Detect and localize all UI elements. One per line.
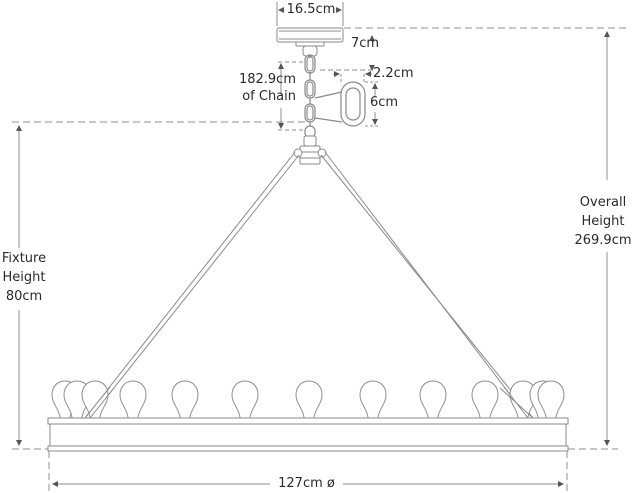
chain-length-dimension (278, 61, 305, 131)
overall-height-label-line3: 269.9cm (574, 233, 632, 248)
chain-length-label-line1: 182.9cm (238, 72, 296, 87)
chain-link-detail (314, 81, 366, 127)
fixture-height-label-line2: Height (2, 270, 46, 285)
canopy-height-label: 7cm (351, 36, 380, 51)
canopy-height-dimension (320, 35, 375, 71)
link-width-dimension (333, 71, 372, 82)
canopy-width-label: 16.5cm (286, 2, 336, 17)
support-arms (84, 151, 534, 419)
overall-height-label-line2: Height (581, 214, 625, 229)
canopy (276, 27, 344, 57)
chain-length-label-line2: of Chain (242, 89, 296, 104)
bulbs (51, 380, 565, 419)
hub (293, 135, 327, 165)
fixture-height-label-line3: 80cm (5, 289, 43, 304)
diameter-label: 127cm ø (278, 476, 335, 491)
fixture-height-label-line1: Fixture (1, 251, 47, 266)
link-height-label: 6cm (370, 95, 399, 110)
ring (47, 417, 569, 452)
link-width-label: 2.2cm (373, 66, 414, 81)
chain (304, 54, 316, 139)
canopy-width-dimension (276, 2, 344, 26)
link-height-dimension (365, 81, 380, 127)
bottom-dashed-line (12, 448, 618, 492)
overall-height-label-line1: Overall (579, 195, 627, 210)
